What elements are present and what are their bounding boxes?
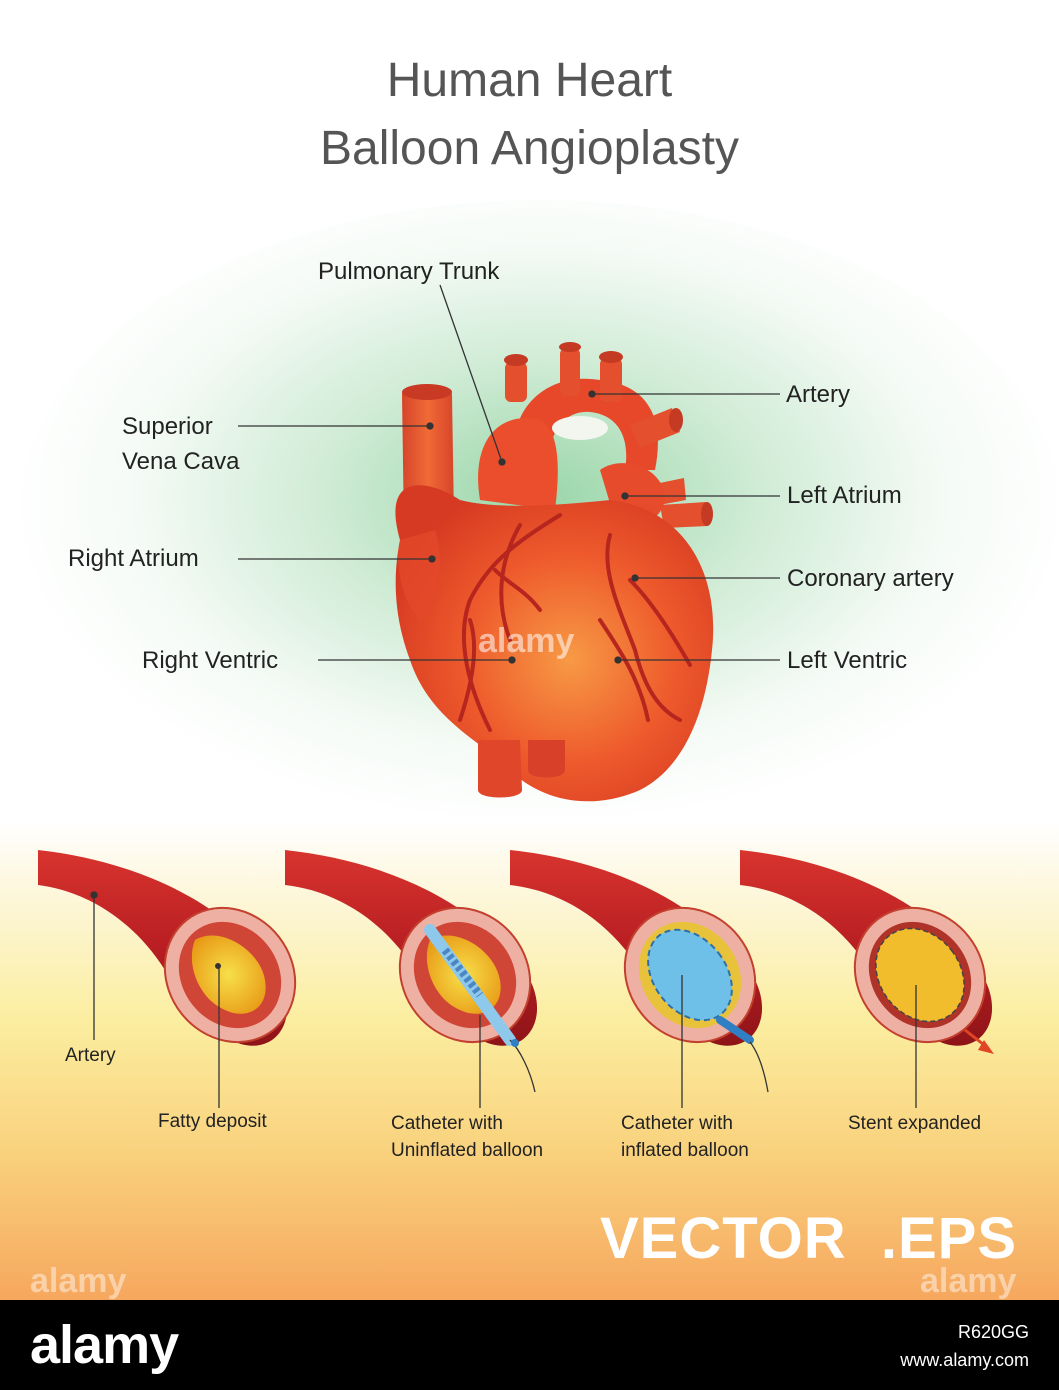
label-right-atrium: Right Atrium (68, 545, 199, 572)
footer-bar (0, 1300, 1059, 1390)
watermark-bottom-right: alamy (920, 1262, 1017, 1300)
pulmonary-vessel (630, 408, 680, 448)
label-stent-expanded: Stent expanded (848, 1113, 982, 1134)
vector-eps-badge: VECTOR .EPS (600, 1206, 1018, 1271)
title-line-1: Human Heart (386, 54, 673, 107)
descending-aorta (528, 740, 565, 778)
label-left-atrium: Left Atrium (787, 482, 902, 509)
footer-brand-logo: alamy (30, 1315, 179, 1375)
label-superior-vena-cava-line1: Superior (122, 413, 213, 440)
label-right-ventric: Right Ventric (142, 647, 279, 674)
label-catheter-uninflated-line1: Catheter with (391, 1113, 503, 1134)
stage-4-stent-expanded (740, 850, 994, 1054)
label-left-ventric: Left Ventric (787, 647, 908, 674)
pulmonary-trunk (478, 418, 558, 510)
coronary-arteries (458, 513, 692, 732)
footer-image-id: R620GG (957, 1322, 1029, 1342)
stage-2-uninflated-balloon (285, 850, 538, 1093)
label-fatty-deposit: Fatty deposit (158, 1111, 267, 1132)
inferior-vena-cava (478, 740, 522, 798)
infographic-canvas: Human Heart Balloon Angioplasty (0, 0, 1059, 1300)
pulmonary-vein (660, 502, 708, 528)
label-stage-artery: Artery (65, 1045, 116, 1066)
brachiocephalic-artery (505, 362, 527, 402)
label-pulmonary-trunk: Pulmonary Trunk (318, 258, 500, 285)
stage-leader-lines (90, 891, 917, 1108)
label-catheter-inflated-line1: Catheter with (621, 1113, 733, 1134)
title-line-2: Balloon Angioplasty (320, 122, 739, 175)
stage-3-inflated-balloon (510, 850, 769, 1093)
heart-body (395, 485, 714, 802)
heart-leader-lines (238, 284, 780, 664)
stage-1-fatty-deposit (38, 850, 297, 1046)
label-coronary-artery: Coronary artery (787, 565, 954, 592)
watermark-bottom-left: alamy (30, 1262, 127, 1300)
footer-site-url[interactable]: www.alamy.com (900, 1350, 1029, 1370)
carotid-artery (560, 348, 580, 396)
label-artery: Artery (786, 381, 851, 408)
subclavian-artery (600, 358, 622, 402)
label-superior-vena-cava-line2: Vena Cava (122, 448, 240, 475)
label-catheter-uninflated-line2: Uninflated balloon (391, 1140, 544, 1161)
label-catheter-inflated-line2: inflated balloon (621, 1140, 749, 1161)
watermark-center: alamy (478, 622, 575, 660)
illustration (38, 284, 994, 1108)
heart-illustration (395, 342, 714, 802)
